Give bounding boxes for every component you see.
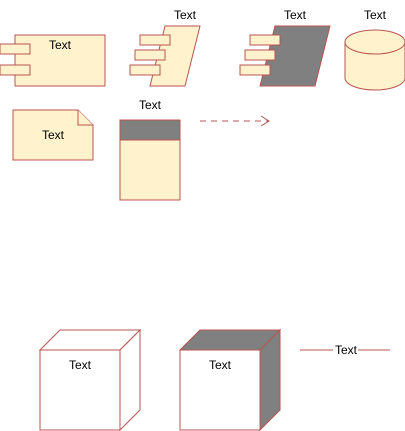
component-parallelogram-label: Text [174,8,197,22]
dependency-arrow[interactable] [200,115,270,127]
component-port-top [0,43,31,55]
database-top [344,29,405,55]
note-shape[interactable]: Text [12,109,94,161]
component-parallelogram-dark-shape[interactable]: Text [239,8,331,87]
node-cube-label: Text [69,358,92,372]
note-body [12,109,94,161]
node-cube-side [119,328,141,431]
association-line[interactable]: Text [300,343,390,357]
component-parallelogram-dark-port-2 [244,49,276,61]
note-fold [77,110,93,126]
dependency-arrowhead [260,115,270,127]
note-label: Text [42,128,65,142]
component-parallelogram-dark-port-1 [249,34,281,46]
component-port-bottom [0,64,31,76]
node-cube-dark-label: Text [209,358,232,372]
component-parallelogram-shape[interactable]: Text [129,8,201,87]
component-parallelogram-port-2 [134,49,166,61]
container-shape[interactable]: Text [119,98,181,201]
component-parallelogram-port-1 [139,34,171,46]
database-body [344,42,405,91]
association-line-label: Text [335,343,358,357]
database-shape[interactable]: Text [344,8,405,91]
component-label: Text [49,38,72,52]
component-parallelogram-port-3 [129,64,161,76]
component-parallelogram-dark-label: Text [284,8,307,22]
node-cube-shape[interactable]: Text [38,328,142,431]
component-parallelogram-dark-port-3 [239,64,271,76]
node-cube-dark-shape[interactable]: Text [178,328,282,431]
container-body [119,139,181,201]
node-cube-front [39,349,121,431]
node-cube-dark-side [259,328,281,431]
container-header [119,119,181,141]
container-label: Text [139,98,162,112]
database-label: Text [364,8,387,22]
component-shape[interactable]: Text [0,34,106,87]
